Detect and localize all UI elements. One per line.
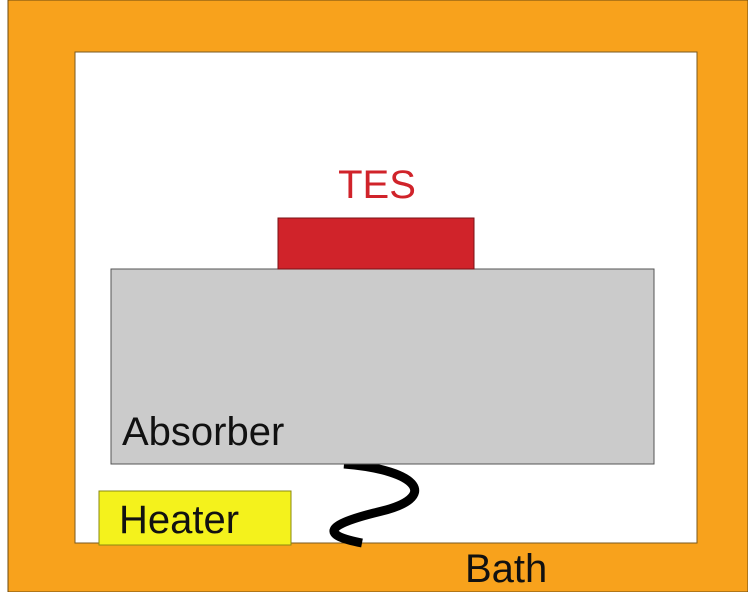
- absorber-label: Absorber: [122, 410, 284, 454]
- tes-label: TES: [338, 163, 416, 207]
- thermal-link: [329, 459, 420, 548]
- heater-label: Heater: [119, 498, 239, 542]
- heater-block: [98, 490, 292, 546]
- tes-block: [277, 217, 475, 270]
- bath-label: Bath: [465, 547, 547, 591]
